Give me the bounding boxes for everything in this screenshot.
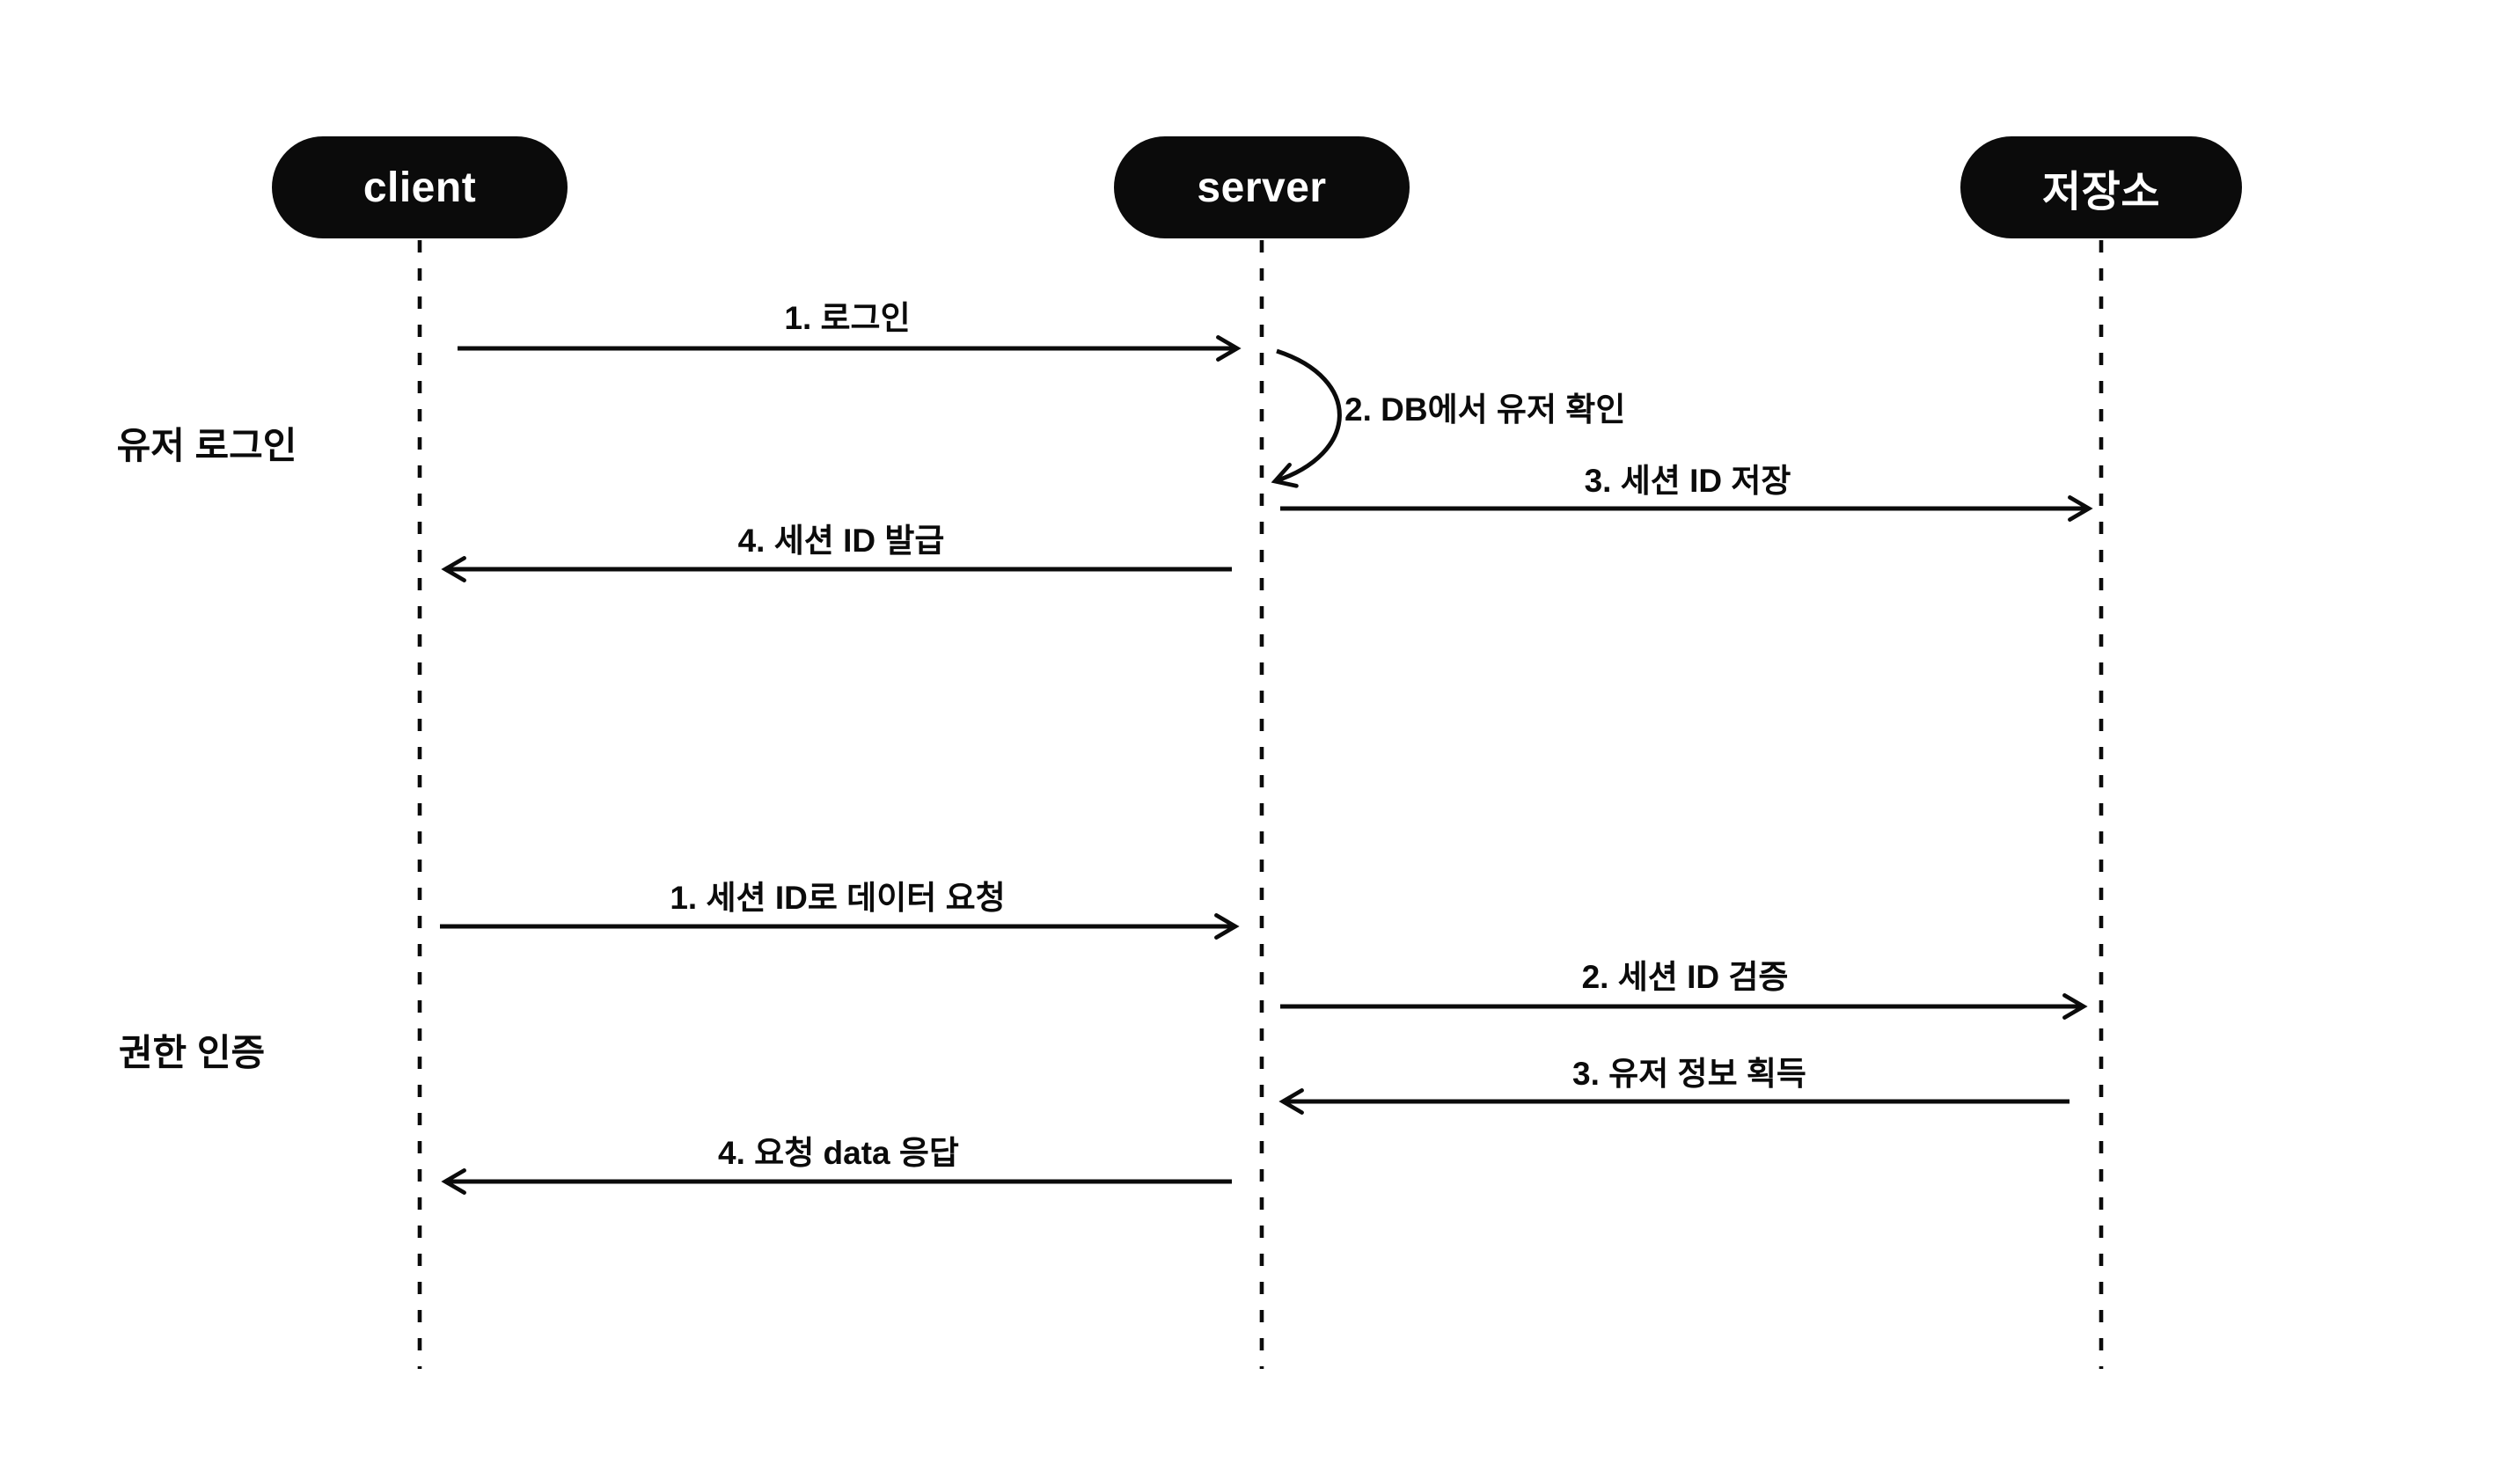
message-label-login: 1. 로그인 [784,300,911,336]
message-label-respond-data: 4. 요청 data 응답 [718,1135,959,1171]
message-label-verify-session: 2. 세션 ID 검증 [1581,959,1789,995]
actor-pill-storage: 저장소 [1960,136,2242,238]
actor-pill-server: server [1114,136,1410,238]
section-label-authorization: 권한 인증 [118,1032,266,1073]
actor-label-client: client [363,164,477,211]
actor-label-server: server [1197,164,1327,211]
message-label-issue-session: 4. 세션 ID 발급 [737,523,945,559]
message-label-check-user: 2. DB에서 유저 확인 [1344,391,1626,428]
self-loop-check-user [1271,348,1342,488]
message-label-request-data: 1. 세션 ID로 데이터 요청 [670,880,1006,916]
section-label-user-login: 유저 로그인 [116,425,297,466]
actor-label-storage: 저장소 [2042,169,2160,216]
actor-pill-client: client [272,136,568,238]
message-label-get-user-info: 3. 유저 정보 획득 [1572,1056,1806,1092]
message-label-save-session: 3. 세션 ID 저장 [1584,463,1791,499]
